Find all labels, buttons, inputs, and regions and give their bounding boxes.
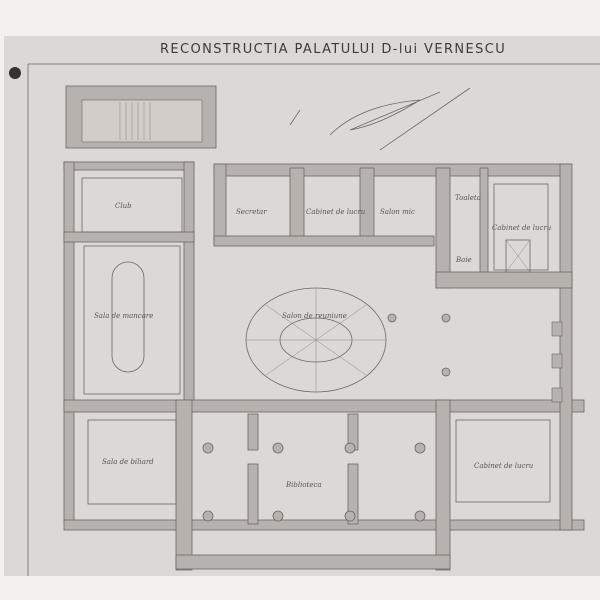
room-office-br <box>455 419 551 503</box>
room-billiard <box>87 419 177 505</box>
label-right-office: Cabinet de lucru <box>492 224 552 232</box>
label-library: Biblioteca <box>285 481 322 489</box>
label-small-salon: Salon mic <box>380 208 415 216</box>
label-office-small: Cabinet de lucru <box>306 208 366 216</box>
room-dining <box>83 245 181 395</box>
dining-table <box>111 261 145 373</box>
pin-hole <box>9 67 21 79</box>
label-toilet: Toaleta <box>455 194 481 202</box>
room-office-right <box>493 183 549 271</box>
plan-title: RECONSTRUCTIA PALATULUI D-lui VERNESCU <box>160 42 507 57</box>
room-club <box>81 177 183 233</box>
label-reception: Salon de reuniune <box>282 312 347 320</box>
label-secretary: Secretar <box>236 208 267 216</box>
label-bath: Baie <box>455 256 472 264</box>
label-club: Club <box>115 202 132 210</box>
signature <box>289 87 471 151</box>
label-dining: Sala de mancare <box>94 312 153 320</box>
label-office-br: Cabinet de lucru <box>474 462 534 470</box>
label-billiard: Sala de biliard <box>102 458 154 466</box>
